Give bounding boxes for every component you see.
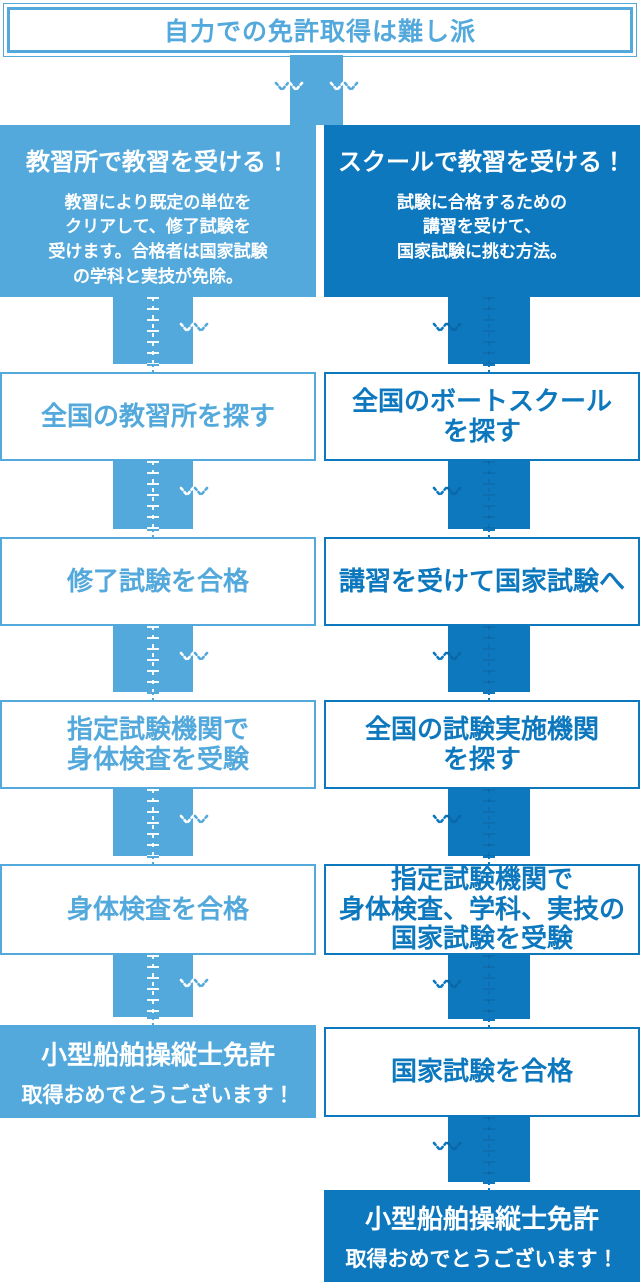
stitch-pattern: [483, 789, 495, 856]
left-step-box-2: 修了試験を合格: [0, 537, 316, 626]
stitch-tail: [147, 529, 159, 537]
right-step-box-4: 指定試験機関で 身体検査、学科、実技の 国家試験を受験: [324, 864, 640, 955]
right-step-label: 国家試験を合格: [390, 1056, 573, 1087]
top-connector: [274, 55, 359, 125]
right-goal-box: 小型船舶操縦士免許 取得おめでとうございます！: [324, 1190, 640, 1282]
stitch-tail: [147, 364, 159, 372]
stitch-tail: [483, 364, 495, 372]
right-connector-1: [432, 297, 530, 372]
left-goal-box: 小型船舶操縦士免許 取得おめでとうございます！: [0, 1025, 316, 1118]
right-step-box-1: 全国のボートスクール を探す: [324, 372, 640, 461]
stitch-tail: [483, 1019, 495, 1027]
down-chevron-icon: [432, 651, 462, 662]
right-step-label: 全国の試験実施機関 を探す: [364, 713, 599, 774]
left-header-title: 教習所で教習を受ける！: [26, 149, 290, 176]
left-step-label: 全国の教習所を探す: [40, 400, 275, 431]
right-connector-3: [432, 626, 530, 700]
stitch-tail: [147, 1017, 159, 1025]
stitch-tail: [483, 1182, 495, 1190]
left-step-label: 指定試験機関で 身体検査を受験: [66, 713, 249, 774]
stitch-tail: [483, 856, 495, 864]
left-header-box: 教習所で教習を受ける！ 教習により既定の単位を クリアして、修了試験を 受けます…: [0, 125, 316, 297]
stitch-pattern: [147, 297, 159, 364]
left-step-box-4: 身体検査を合格: [0, 864, 316, 955]
stitch-tail: [483, 692, 495, 700]
down-chevron-icon: [432, 979, 462, 991]
stitch-tail: [147, 856, 159, 864]
stitch-pattern: [147, 955, 159, 1017]
right-header-description: 試験に合格するための 講習を受けて、 国家試験に挑む方法。: [397, 192, 567, 262]
stitch-pattern: [147, 461, 159, 529]
left-connector-4: [113, 789, 209, 864]
stitch-tail: [483, 529, 495, 537]
down-chevron-icon: [179, 814, 209, 826]
left-step-box-1: 全国の教習所を探す: [0, 372, 316, 461]
down-chevron-icon: [179, 651, 209, 662]
flow-title-box: 自力での免許取得は難し派: [3, 3, 637, 57]
stitch-pattern: [483, 626, 495, 692]
left-goal-line1: 小型船舶操縦士免許: [40, 1039, 275, 1070]
right-step-label: 全国のボートスクール を探す: [351, 385, 612, 446]
down-chevron-icon: [432, 322, 462, 334]
stitch-pattern: [483, 955, 495, 1019]
right-goal-line1: 小型船舶操縦士免許: [364, 1204, 599, 1234]
left-goal-line2: 取得おめでとうございます！: [21, 1083, 295, 1107]
stitch-pattern: [483, 461, 495, 529]
right-step-label: 指定試験機関で 身体検査、学科、実技の 国家試験を受験: [338, 863, 625, 954]
right-step-box-5: 国家試験を合格: [324, 1027, 640, 1117]
left-connector-5: [113, 955, 209, 1025]
right-goal-line2: 取得おめでとうございます！: [345, 1248, 619, 1271]
down-chevron-icon: [432, 814, 462, 826]
left-connector-1: [113, 297, 209, 372]
stitch-pattern: [483, 297, 495, 364]
down-chevron-icon: [432, 487, 462, 498]
left-step-label: 修了試験を合格: [66, 565, 249, 596]
down-chevron-icon: [329, 81, 359, 93]
right-step-box-3: 全国の試験実施機関 を探す: [324, 700, 640, 789]
right-connector-2: [432, 461, 530, 537]
right-step-box-2: 講習を受けて国家試験へ: [324, 537, 640, 626]
flow-title: 自力での免許取得は難し派: [163, 18, 476, 46]
down-chevron-icon: [179, 322, 209, 334]
down-chevron-icon: [274, 81, 304, 93]
right-connector-5: [432, 955, 530, 1027]
left-step-label: 身体検査を合格: [66, 893, 249, 924]
left-step-box-3: 指定試験機関で 身体検査を受験: [0, 700, 316, 789]
left-connector-3: [113, 626, 209, 700]
right-header-title: スクールで教習を受ける！: [338, 149, 626, 176]
down-chevron-icon: [179, 979, 209, 990]
right-header-box: スクールで教習を受ける！ 試験に合格するための 講習を受けて、 国家試験に挑む方…: [324, 125, 640, 297]
left-header-description: 教習により既定の単位を クリアして、修了試験を 受けます。合格者は国家試験 の学…: [48, 192, 268, 286]
stitch-pattern: [147, 789, 159, 856]
left-connector-2: [113, 461, 209, 537]
right-connector-4: [432, 789, 530, 864]
down-chevron-icon: [179, 487, 209, 498]
stitch-pattern: [483, 1117, 495, 1182]
stitch-tail: [147, 692, 159, 700]
down-chevron-icon: [432, 1142, 462, 1153]
stitch-pattern: [147, 626, 159, 692]
right-step-label: 講習を受けて国家試験へ: [338, 565, 625, 596]
right-connector-6: [432, 1117, 530, 1190]
